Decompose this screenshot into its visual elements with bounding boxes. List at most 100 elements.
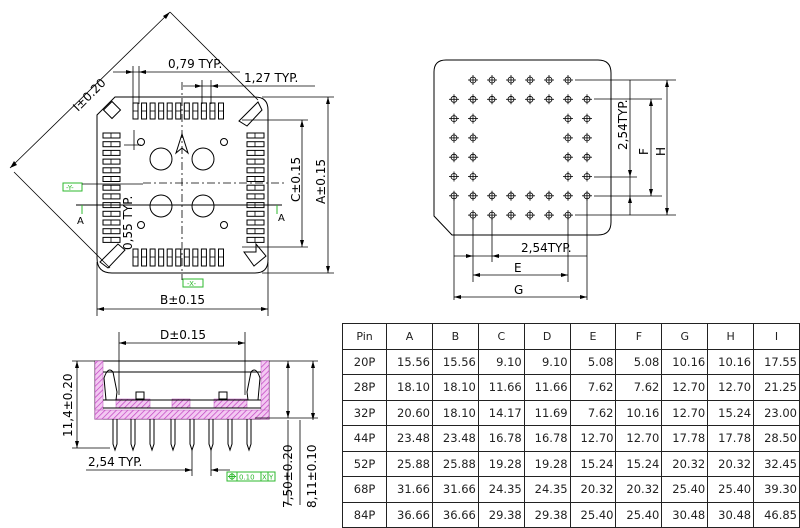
pin	[246, 236, 265, 243]
tolerance-datum-2: Y	[268, 474, 274, 482]
dimension-cell: 19.28	[477, 450, 525, 477]
dimension-cell: 10.16	[707, 348, 755, 375]
dimension-cell: 46.85	[753, 501, 800, 528]
dimension-cell: 39.30	[753, 476, 800, 503]
dimension-cell: 5.08	[569, 348, 617, 375]
datum-y-box	[62, 182, 83, 192]
column-header-h: H	[707, 323, 755, 350]
lead	[130, 419, 136, 452]
datum-x-box	[182, 278, 204, 288]
column-header-f: F	[615, 323, 663, 350]
dimension-cell: 9.10	[477, 348, 525, 375]
pin-hole-icon	[563, 152, 573, 163]
dimension-cell: 10.16	[615, 399, 663, 426]
pin-count-cell: 32P	[341, 399, 388, 426]
dim-c: C±0.15	[289, 157, 303, 202]
dimension-cell: 19.28	[523, 450, 571, 477]
pin-count-cell: 28P	[341, 374, 388, 401]
lead	[208, 419, 214, 452]
pin-hole-icon	[525, 75, 535, 85]
pin-hole-icon	[449, 132, 459, 143]
dimension-cell: 30.48	[661, 501, 709, 528]
lead	[170, 419, 176, 452]
dimension-cell: 16.78	[477, 425, 525, 452]
pin-hole-icon	[468, 75, 478, 85]
dim-v-pitch: 2,54TYP.	[616, 99, 630, 150]
tolerance-value: 0.10	[239, 474, 255, 482]
pin-hole-icon	[563, 190, 573, 201]
dim-a: A±0.15	[314, 159, 328, 204]
dimension-cell: 24.35	[523, 476, 571, 503]
dimension-cell: 12.70	[661, 374, 709, 401]
dimension-cell: 15.56	[386, 348, 433, 375]
column-header-g: G	[661, 323, 709, 350]
dimension-cell: 25.40	[569, 501, 617, 528]
dimension-cell: 36.66	[386, 501, 433, 528]
dimension-cell: 23.00	[753, 399, 800, 426]
pin	[200, 248, 207, 267]
pin	[246, 158, 265, 165]
pin	[166, 248, 173, 267]
dimension-cell: 18.10	[431, 374, 479, 401]
dimension-cell: 20.32	[569, 476, 617, 503]
pin-hole-icon	[582, 152, 592, 163]
pin	[246, 176, 265, 182]
pin	[102, 176, 121, 182]
dimension-cell: 17.78	[707, 425, 755, 452]
dimension-cell: 29.38	[477, 501, 525, 528]
tolerance-datum-1: X	[262, 474, 267, 482]
column-header-pin: Pin	[341, 323, 388, 350]
pin	[192, 248, 199, 267]
dimension-cell: 25.88	[386, 450, 433, 477]
pin-hole-icon	[487, 94, 497, 105]
pin	[246, 193, 265, 200]
dim-pitch-side: 2,54 TYP.	[88, 455, 142, 469]
dimension-cell: 9.10	[523, 348, 571, 375]
pin-count-cell: 68P	[341, 476, 388, 503]
dimension-cell: 15.24	[569, 450, 617, 477]
pin-hole-icon	[582, 132, 592, 143]
package-outline	[96, 96, 269, 274]
pin-hole-icon	[506, 210, 516, 221]
pin	[246, 141, 265, 148]
hole	[149, 147, 173, 171]
dim-total: 8,11±0.10	[305, 445, 319, 509]
bottom-pin-row	[132, 248, 224, 267]
pin-count-cell: 20P	[341, 348, 388, 375]
dim-lead: 7,50±0.20	[281, 445, 295, 509]
pin-hole-icon	[582, 94, 592, 105]
dimension-cell: 28.50	[753, 425, 800, 452]
dimension-cell: 11.66	[477, 374, 525, 401]
pin-hole-icon	[506, 75, 516, 85]
pin-hole-icon	[563, 132, 573, 143]
pin	[209, 248, 216, 267]
dimension-cell: 31.66	[386, 476, 433, 503]
dimension-cell: 29.38	[523, 501, 571, 528]
pin-hole-icon	[468, 171, 478, 182]
dimension-cell: 14.17	[477, 399, 525, 426]
dimension-cell: 30.48	[707, 501, 755, 528]
pin-hole-icon	[468, 190, 478, 201]
dimension-cell: 23.48	[386, 425, 433, 452]
pin-hole-icon	[544, 190, 554, 201]
dimension-cell: 24.35	[477, 476, 525, 503]
lead	[149, 419, 155, 452]
pin-hole-icon	[582, 113, 592, 124]
dimension-cell: 15.56	[431, 348, 479, 375]
dimension-cell: 20.32	[615, 476, 663, 503]
pin	[246, 219, 265, 226]
dimension-cell: 23.48	[431, 425, 479, 452]
pin	[218, 248, 224, 267]
pin	[246, 228, 265, 235]
dim-height: 11,4±0.20	[61, 374, 75, 438]
dimension-cell: 25.88	[431, 450, 479, 477]
dim-diagonal: I±0.20	[70, 76, 108, 114]
pin-hole-icon	[506, 94, 516, 105]
